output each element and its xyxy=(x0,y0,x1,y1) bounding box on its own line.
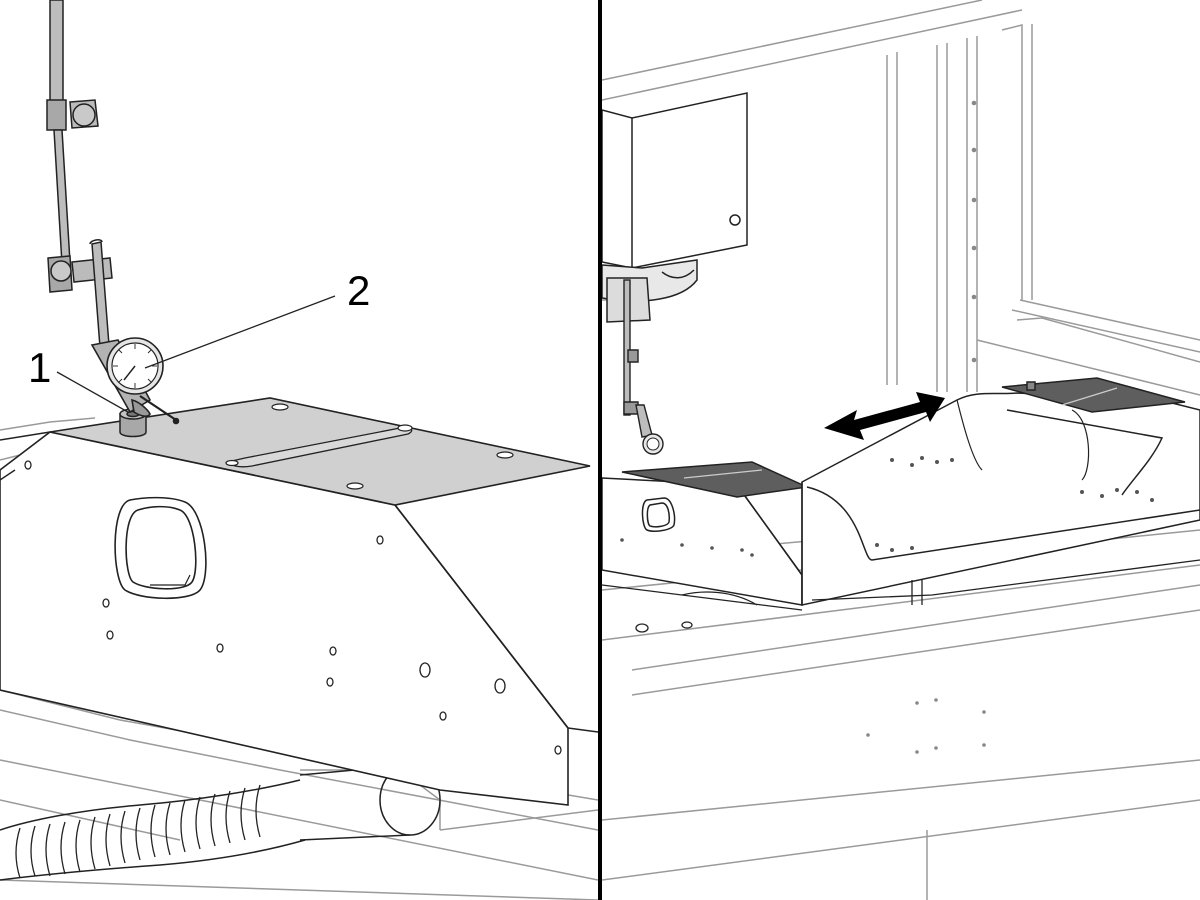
closeup-illustration: 1 2 xyxy=(0,0,598,900)
callout-label-1: 1 xyxy=(28,344,51,391)
callout-part-1-bushing xyxy=(119,408,147,438)
right-panel-overview xyxy=(602,0,1200,900)
left-fixture-edge xyxy=(0,431,51,481)
overview-illustration xyxy=(602,0,1200,900)
magnetic-base-icon xyxy=(46,0,113,361)
leader-line-2 xyxy=(144,295,336,369)
fixture-box xyxy=(0,431,598,806)
callout-leader-lines xyxy=(56,295,336,413)
overview-indicator-stand xyxy=(623,279,664,455)
spindle-head xyxy=(602,92,748,323)
ball-screw xyxy=(0,764,441,881)
left-panel-closeup: 1 2 xyxy=(0,0,598,900)
overview-rail xyxy=(602,559,1200,633)
panel-divider xyxy=(598,0,602,900)
overview-fixture-near xyxy=(602,461,810,606)
double-arrow-icon xyxy=(824,392,945,440)
overview-fixture-far-plate xyxy=(1001,377,1186,413)
fixture-top-plate xyxy=(49,397,591,506)
dial-indicator-icon xyxy=(90,337,180,425)
overview-holes xyxy=(620,456,1154,557)
overview-fixture-trough xyxy=(801,392,1200,606)
callout-label-2: 2 xyxy=(347,267,370,314)
enclosure-rivets xyxy=(866,100,986,754)
leader-line-1 xyxy=(56,371,129,413)
box-holes xyxy=(24,460,562,755)
